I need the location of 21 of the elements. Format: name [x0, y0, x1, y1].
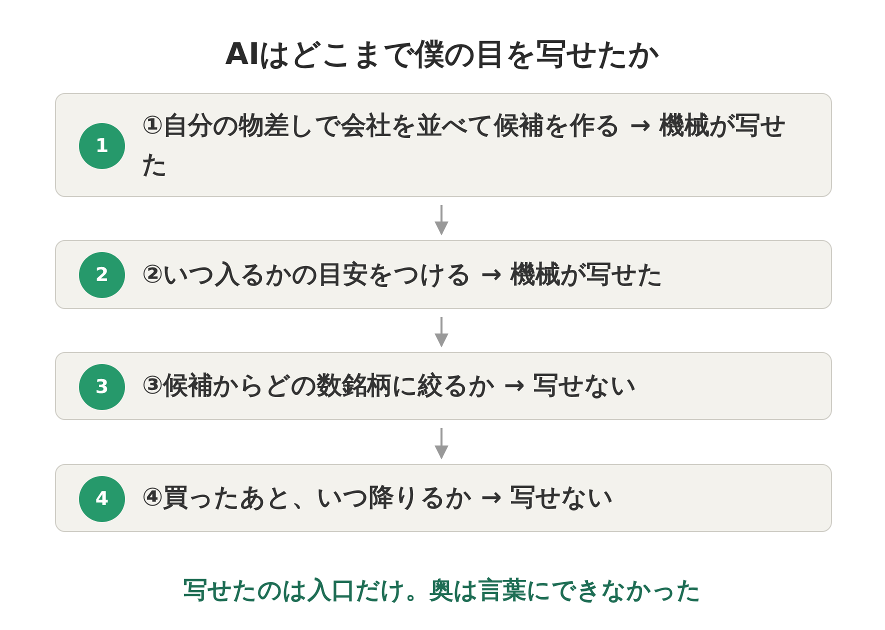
title: AIはどこまで僕の目を写せたか [224, 36, 661, 74]
caption: 写せたのは入口だけ。奥は言葉にできなかった [182, 575, 702, 606]
step-text: ③候補からどの数銘柄に絞るか → 写せない [142, 370, 638, 402]
arrow [434, 205, 448, 236]
step-box [55, 464, 832, 532]
step-box [55, 240, 832, 309]
number-badge [79, 364, 125, 410]
step-box [55, 352, 832, 420]
step-number: 3 [94, 376, 110, 398]
step-number: 2 [94, 264, 110, 286]
step-number: 4 [94, 488, 110, 510]
number-badge [79, 123, 125, 169]
arrow [434, 317, 448, 348]
step-text: ④買ったあと、いつ降りるか → 写せない [142, 482, 615, 514]
step-box [55, 93, 832, 197]
number-badge [79, 252, 125, 298]
step-text: ①自分の物差しで会社を並べて候補を作る → 機械が写せた [142, 109, 788, 180]
number-badge [79, 476, 125, 522]
step-number: 1 [94, 135, 110, 157]
arrow [434, 428, 448, 460]
step-text: ②いつ入るかの目安をつける → 機械が写せた [142, 258, 665, 290]
